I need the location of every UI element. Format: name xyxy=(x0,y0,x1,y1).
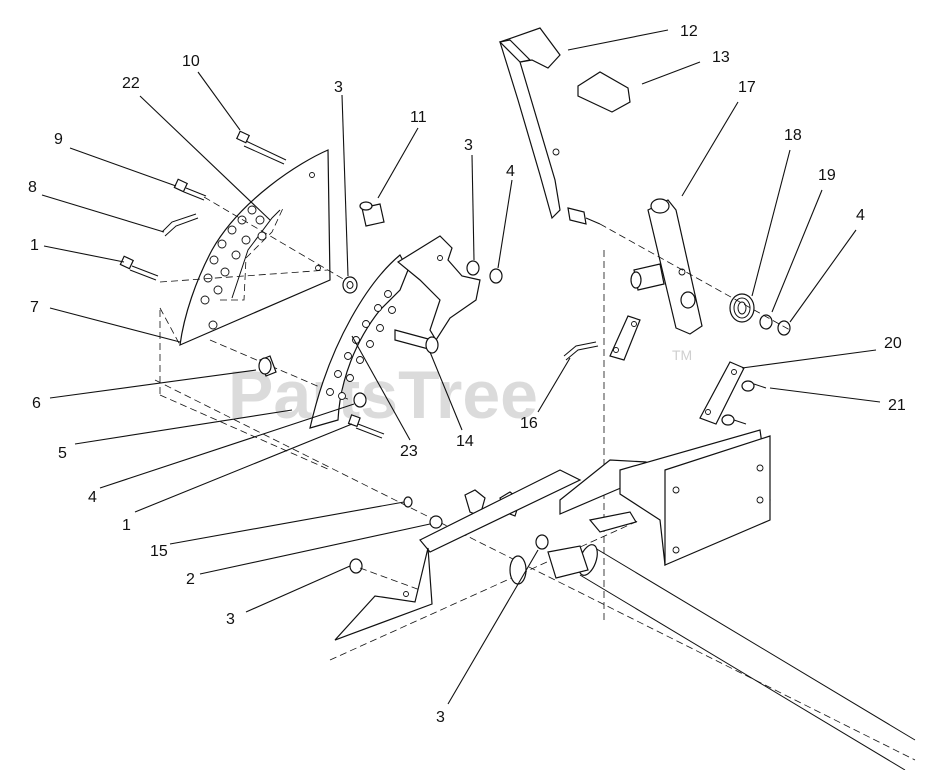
callout-1-lower: 1 xyxy=(122,517,131,534)
axis-line-lower-left xyxy=(359,567,421,591)
axis-line-pedal xyxy=(599,223,791,331)
bushing xyxy=(509,545,589,585)
clip-2 xyxy=(429,515,443,529)
mounting-frame xyxy=(419,429,771,567)
cotter-pin-8 xyxy=(161,213,199,237)
callout-10: 10 xyxy=(182,53,200,70)
callout-3-top-left: 3 xyxy=(334,79,343,96)
callout-4-far-right: 4 xyxy=(856,207,865,224)
lever-bracket xyxy=(394,235,481,354)
nut-4-far-right xyxy=(777,320,791,336)
nut-3-lower-left xyxy=(349,558,363,574)
callout-15: 15 xyxy=(150,543,168,560)
pedal-pad xyxy=(577,71,631,113)
callout-21: 21 xyxy=(888,397,906,414)
callout-3-lower-left: 3 xyxy=(226,611,235,628)
callout-13: 13 xyxy=(712,49,730,66)
callout-4-left: 4 xyxy=(88,489,97,506)
callout-5: 5 xyxy=(58,445,67,462)
washer xyxy=(759,314,773,330)
callout-23: 23 xyxy=(400,443,418,460)
callout-3-top-center: 3 xyxy=(464,137,473,154)
nut-15 xyxy=(403,496,413,508)
watermark-trademark: TM xyxy=(672,347,692,363)
spacer-6 xyxy=(258,355,277,377)
callout-16: 16 xyxy=(520,415,538,432)
link-16 xyxy=(609,315,641,361)
nut-3-lower-center xyxy=(535,534,549,550)
cotter-pin-16 xyxy=(563,341,599,361)
callout-7: 7 xyxy=(30,299,39,316)
callout-11: 11 xyxy=(410,109,427,126)
callout-3-bottom: 3 xyxy=(436,709,445,726)
spring xyxy=(729,293,755,323)
clevis-pin-upper xyxy=(741,380,767,392)
callout-2: 2 xyxy=(186,571,195,588)
callout-labels: 12 13 17 18 19 4 20 21 10 22 3 11 3 4 9 … xyxy=(28,23,906,726)
callout-9: 9 xyxy=(54,131,63,148)
callout-1-upper: 1 xyxy=(30,237,39,254)
callout-14: 14 xyxy=(456,433,474,450)
bolt-1-upper xyxy=(119,255,159,281)
callout-8: 8 xyxy=(28,179,37,196)
main-shaft xyxy=(154,250,916,770)
quadrant-plate-left xyxy=(159,149,331,346)
callout-20: 20 xyxy=(884,335,902,352)
bolt-1-lower xyxy=(347,414,385,439)
brake-pedal xyxy=(498,27,601,225)
nut-3-right xyxy=(466,260,480,276)
lever-arm xyxy=(630,198,703,335)
clevis-pin-lower xyxy=(721,414,747,426)
callout-22: 22 xyxy=(122,75,140,92)
nut-4-center xyxy=(353,392,367,408)
callout-4-top-center: 4 xyxy=(506,163,515,180)
link-plate xyxy=(699,361,745,425)
axis-line-middle xyxy=(159,269,329,283)
callout-19: 19 xyxy=(818,167,836,184)
leader-lines xyxy=(41,29,881,705)
quadrant-plate-center xyxy=(309,254,409,429)
nut-3-left xyxy=(342,276,358,294)
callout-17: 17 xyxy=(738,79,756,96)
callout-12: 12 xyxy=(680,23,698,40)
spacer-11 xyxy=(359,201,385,227)
axis-line-upper xyxy=(203,196,351,284)
watermark-text: PartsTree xyxy=(228,357,538,433)
bolt-10 xyxy=(235,130,287,165)
callout-18: 18 xyxy=(784,127,802,144)
bolt-9 xyxy=(173,178,207,201)
lower-bracket xyxy=(334,547,433,641)
callout-6: 6 xyxy=(32,395,41,412)
nut-4-right xyxy=(489,268,503,284)
